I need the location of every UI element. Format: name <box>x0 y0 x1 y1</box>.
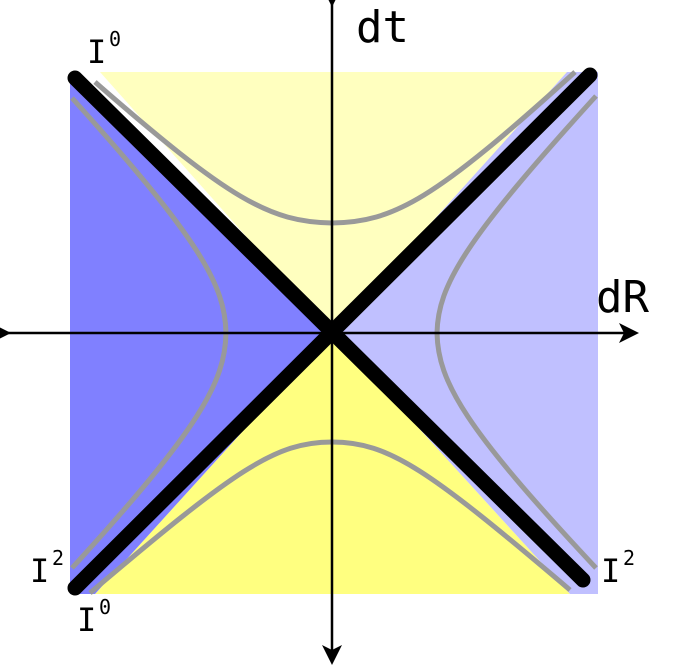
corner-label-top-left: I 0 <box>87 27 121 71</box>
corner-label-bottom-left-lower: I 0 <box>77 595 111 639</box>
svg-text:I: I <box>77 601 96 639</box>
svg-text:I: I <box>30 552 49 590</box>
svg-text:2: 2 <box>52 546 64 570</box>
svg-text:I: I <box>601 552 620 590</box>
svg-text:0: 0 <box>99 595 111 619</box>
svg-text:I: I <box>87 33 106 71</box>
svg-text:0: 0 <box>109 27 121 51</box>
horizontal-axis-label: dR <box>596 272 649 323</box>
corner-label-bottom-left-upper: I 2 <box>30 546 64 590</box>
vertical-axis-label: dt <box>356 2 409 53</box>
corner-label-bottom-right: I 2 <box>601 546 635 590</box>
svg-text:2: 2 <box>623 546 635 570</box>
